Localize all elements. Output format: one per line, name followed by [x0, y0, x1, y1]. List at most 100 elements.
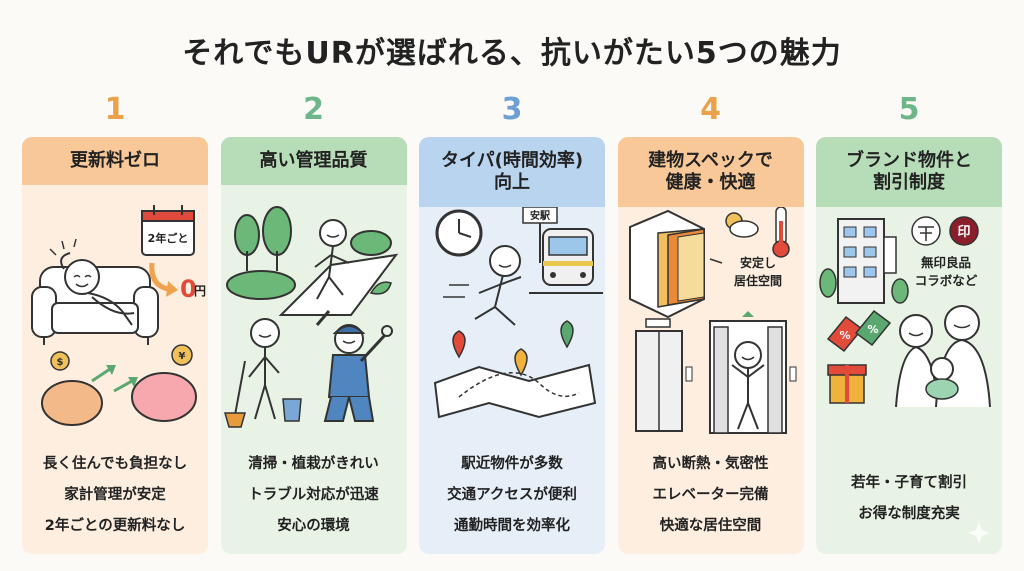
feature-header: 建物スペックで 健康・快適: [617, 137, 804, 207]
bullet-item: 清掃・植栽がきれい: [248, 456, 379, 472]
relaxing-person-illustration: 2年ごと 0 円: [31, 205, 206, 426]
brand-discount-illustration: 印 無印良品 コラボなど % %: [819, 216, 991, 408]
bullet-item: 若年・子育て割引: [851, 475, 967, 491]
gift-box-icon: [827, 364, 867, 404]
feature-header-line: タイパ(時間効率): [440, 149, 584, 171]
location-pin-icon: [452, 320, 574, 377]
feature-bullets: 駅近物件が多数 交通アクセスが便利 通勤時間を効率化: [419, 449, 605, 542]
feature-header-line: 健康・快適: [665, 172, 756, 193]
feature-columns: 1 更新料ゼロ 2年ごと 0 円: [22, 92, 1002, 557]
feature-illustration: 安駅: [419, 206, 605, 441]
feature-illustration: 印 無印良品 コラボなど % %: [816, 207, 1002, 441]
weather-icon: [724, 212, 759, 238]
feature-column-4: 4 建物スペックで 健康・快適: [617, 92, 804, 557]
feature-card: ブランド物件と 割引制度: [816, 137, 1002, 554]
calendar-icon: 2年ごと: [141, 205, 195, 256]
bullet-item: 快適な居住空間: [659, 518, 762, 534]
building-spec-illustration: 安定し 居住空間: [628, 206, 796, 434]
bullet-item: 交通アクセスが便利: [447, 487, 577, 503]
feature-illustration: 安定し 居住空間: [618, 206, 804, 441]
bullet-item: 2年ごとの更新料なし: [44, 518, 186, 534]
brand-logo-icon: 印: [911, 216, 979, 246]
feature-card: 高い管理品質: [220, 137, 407, 554]
feature-column-5: 5 ブランド物件と 割引制度: [816, 92, 1002, 557]
feature-header: 高い管理品質: [220, 137, 407, 185]
svg-text:%: %: [839, 329, 850, 342]
feature-bullets: 高い断熱・気密性 エレベーター完備 快適な居住空間: [618, 449, 804, 542]
baby-icon: [930, 357, 954, 381]
feature-bullets: 長く住んでも負担なし 家計管理が安定 2年ごとの更新料なし: [22, 449, 208, 542]
collab-text: コラボなど: [915, 273, 978, 288]
relaxed-person-icon: [49, 238, 135, 326]
feature-card: 建物スペックで 健康・快適: [617, 137, 804, 554]
sparkle-icon: [968, 522, 990, 544]
callout-text: 安定し: [739, 255, 775, 270]
bullet-item: エレベーター完備: [652, 487, 769, 503]
page-title: それでもURが選ばれる、抗いがたい5つの魅力: [182, 36, 842, 71]
feature-number: 1: [104, 92, 126, 127]
feature-number: 2: [303, 92, 324, 127]
feature-header: ブランド物件と 割引制度: [816, 137, 1002, 207]
bullet-item: 通勤時間を効率化: [454, 518, 570, 534]
feature-bullets: 清掃・植栽がきれい トラブル対応が迅速 安心の環境: [221, 449, 407, 542]
bullet-item: お得な制度充実: [858, 506, 960, 522]
collab-text: 無印良品: [921, 255, 971, 270]
walking-person-icon: [313, 219, 349, 300]
bullet-item: 家計管理が安定: [64, 487, 166, 503]
clock-icon: [435, 209, 483, 257]
feature-column-1: 1 更新料ゼロ 2年ごと 0 円: [22, 92, 208, 557]
feature-header-line: 建物スペックで: [648, 149, 773, 171]
management-illustration: [223, 206, 398, 428]
open-elevator-icon: [708, 311, 796, 434]
svg-text:%: %: [867, 323, 878, 336]
yen-label: 円: [194, 284, 206, 298]
feature-header: タイパ(時間効率) 向上: [419, 137, 605, 207]
feature-illustration: [221, 185, 407, 439]
feature-column-3: 3 タイパ(時間効率) 向上: [419, 92, 605, 557]
wrench-icon: [380, 325, 393, 337]
bullet-item: 駅近物件が多数: [461, 456, 563, 472]
feature-number: 3: [501, 92, 523, 127]
feature-header-line: 向上: [494, 172, 530, 193]
bullet-item: 長く住んでも負担なし: [42, 456, 188, 472]
cleaner-person-icon: [223, 318, 302, 428]
logo-mark: 印: [957, 225, 970, 240]
callout-text: 居住空間: [733, 273, 781, 288]
train-icon: [529, 228, 603, 294]
thermometer-icon: [771, 206, 790, 258]
leaf-icon: [369, 281, 392, 295]
map-icon: [433, 363, 597, 419]
commute-illustration: 安駅: [433, 206, 603, 419]
elevator-icon: [634, 318, 692, 432]
tree-icon: [225, 206, 392, 300]
feature-number: 4: [700, 92, 721, 127]
feature-header-line: ブランド物件と: [846, 149, 972, 171]
feature-column-2: 2 高い管理品質: [220, 92, 407, 557]
bullet-item: 安心の環境: [277, 518, 350, 534]
bucket-icon: [281, 398, 302, 422]
feature-illustration: 2年ごと 0 円: [22, 185, 208, 439]
feature-header-line: 割引制度: [873, 172, 945, 193]
svg-text:¥: ¥: [179, 351, 186, 362]
price-zero: 0: [180, 275, 197, 303]
bullet-item: 高い断熱・気密性: [652, 456, 769, 472]
running-person-icon: [443, 245, 522, 326]
apartment-building-icon: [819, 218, 909, 304]
walkway-icon: [278, 253, 398, 316]
feature-card: タイパ(時間効率) 向上 安駅: [419, 137, 605, 554]
feature-bullets: 若年・子育て割引 お得な制度充実: [816, 468, 1002, 530]
station-sign-label: 安駅: [530, 209, 551, 222]
bullet-item: トラブル対応が迅速: [248, 487, 379, 503]
piggy-bank-icon: $: [41, 351, 116, 426]
insulation-wall-icon: [628, 209, 705, 319]
feature-number: 5: [898, 92, 920, 127]
piggy-bank-icon: ¥: [113, 344, 197, 422]
station-sign-icon: 安駅: [522, 206, 558, 263]
arrow-icon: [149, 262, 169, 292]
feature-header: 更新料ゼロ: [22, 137, 208, 185]
family-icon: [895, 305, 991, 408]
discount-tag-icon: % %: [826, 309, 892, 353]
calendar-label: 2年ごと: [148, 231, 189, 245]
svg-text:$: $: [57, 357, 64, 368]
sofa-icon: [31, 266, 159, 345]
